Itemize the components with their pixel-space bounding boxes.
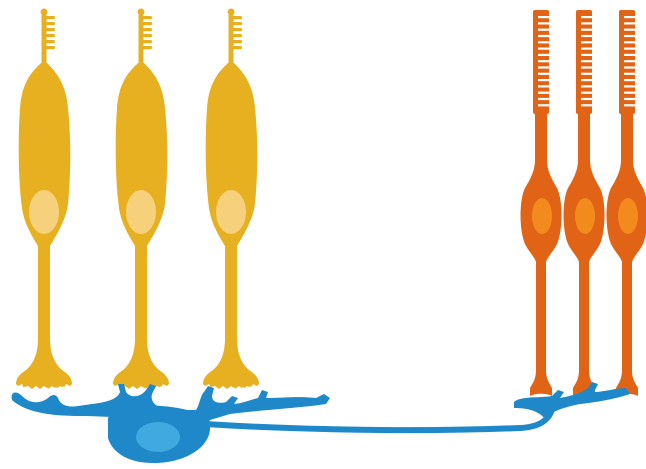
bipolar-axon: [205, 410, 552, 430]
cone-cell: [113, 9, 169, 393]
rod-disc-gap: [538, 54, 549, 56]
rod-disc-gap: [538, 35, 549, 37]
rod-disc-gap: [624, 98, 635, 100]
cone-cell: [203, 9, 259, 393]
rod-disc-gap: [581, 16, 592, 18]
rod-disc-gap: [581, 79, 592, 81]
rod-disc-gap: [624, 16, 635, 18]
rod-disc-gap: [581, 66, 592, 68]
rod-disc-gap: [581, 22, 592, 24]
rod-disc-gap: [624, 92, 635, 94]
rod-disc-gap: [581, 29, 592, 31]
rod-cells: [521, 10, 646, 396]
rod-disc-gap: [624, 66, 635, 68]
rod-disc-gap: [538, 79, 549, 81]
rod-disc-gap: [538, 92, 549, 94]
rod-disc-gap: [581, 60, 592, 62]
rod-disc-gap: [624, 29, 635, 31]
rod-disc-gap: [581, 85, 592, 87]
rod-disc-gap: [538, 41, 549, 43]
rod-disc-gap: [538, 73, 549, 75]
rod-disc-gap: [581, 41, 592, 43]
rod-disc-gap: [538, 16, 549, 18]
rod-disc-gap: [624, 41, 635, 43]
rod-disc-gap: [538, 48, 549, 50]
rod-disc-gap: [538, 29, 549, 31]
rod-disc-gap: [581, 98, 592, 100]
rod-disc-gap: [624, 73, 635, 75]
rod-disc-gap: [538, 22, 549, 24]
rod-disc-gap: [581, 92, 592, 94]
rod-disc-gap: [624, 48, 635, 50]
rod-disc-gap: [624, 79, 635, 81]
rod-disc-gap: [624, 60, 635, 62]
cone-cell: [16, 9, 72, 393]
rod-disc-gap: [581, 104, 592, 106]
bipolar-cell: [12, 382, 630, 463]
rod-disc-gap: [538, 98, 549, 100]
rod-disc-gap: [538, 60, 549, 62]
rod-disc-gap: [581, 54, 592, 56]
rod-disc-gap: [624, 85, 635, 87]
rod-disc-gap: [624, 104, 635, 106]
rod-disc-gap: [538, 66, 549, 68]
rod-disc-gap: [538, 85, 549, 87]
bipolar-nucleus: [136, 422, 180, 452]
rod-disc-gap: [581, 73, 592, 75]
rod-disc-gap: [624, 54, 635, 56]
rod-disc-gap: [581, 35, 592, 37]
rod-disc-gap: [624, 22, 635, 24]
cone-cells: [16, 9, 259, 393]
rod-disc-gap: [581, 48, 592, 50]
rod-disc-gap: [624, 35, 635, 37]
rod-disc-gap: [538, 104, 549, 106]
